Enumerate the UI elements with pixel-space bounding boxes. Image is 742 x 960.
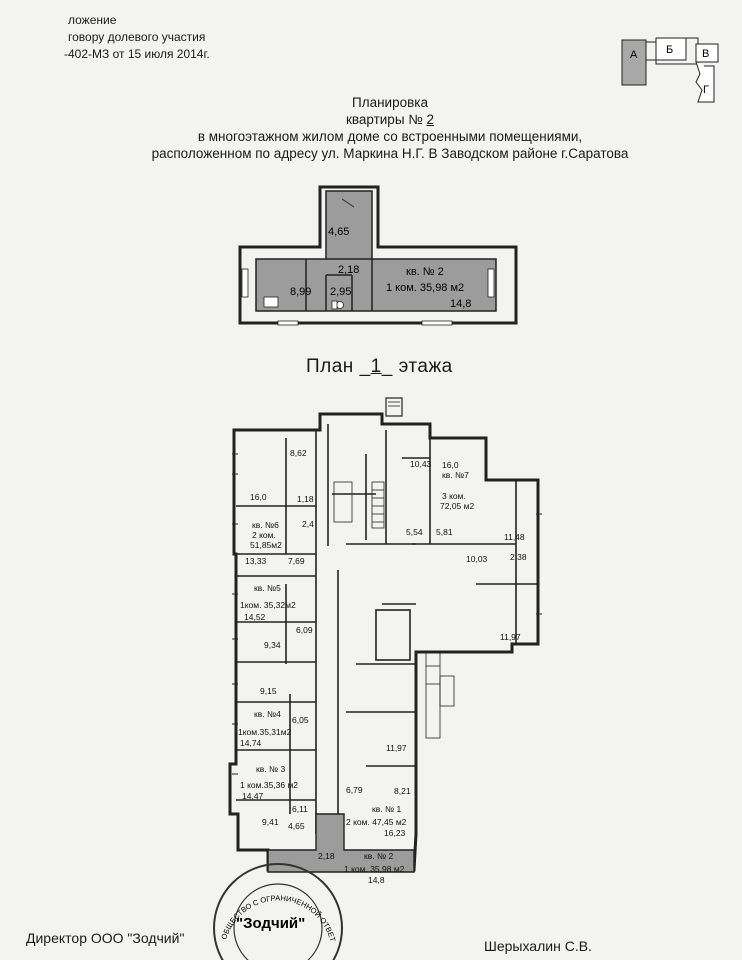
floor-plan-label-r-14-8: 14,8 bbox=[368, 875, 385, 885]
floor-plan-label-kv3-a: кв. № 3 bbox=[256, 764, 286, 774]
floor-plan-label-kv6-b: 2 ком. bbox=[252, 530, 276, 540]
room-living-area: 14,8 bbox=[450, 298, 471, 310]
header-line-3: -402-МЗ от 15 июля 2014г. bbox=[64, 47, 210, 61]
floor-caption: План _1_ этажа bbox=[306, 356, 453, 377]
floor-plan-label-r-4-65: 4,65 bbox=[288, 821, 305, 831]
company-stamp: "Зодчий" ОБЩЕСТВО С ОГРАНИЧЕННОЙ ОТВЕТСТ… bbox=[196, 848, 343, 960]
room-corridor-area: 4,65 bbox=[328, 226, 349, 238]
floor-plan-label-r-14-52: 14,52 bbox=[244, 612, 266, 622]
floor-plan-label-r-9-34: 9,34 bbox=[264, 640, 281, 650]
floor-plan-label-r-2-4: 2,4 bbox=[302, 519, 314, 529]
director-name: Шерыхалин С.В. bbox=[484, 938, 592, 954]
floor-plan-label-r-14-47: 14,47 bbox=[242, 791, 264, 801]
room-kitchen-area: 8,99 bbox=[290, 286, 311, 298]
key-plan-label-v: В bbox=[702, 48, 709, 60]
floor-plan-label-r-6-09: 6,09 bbox=[296, 625, 313, 635]
floor-plan-label-kv1-b: 2 ком. 47,45 м2 bbox=[346, 817, 407, 827]
key-plan-section-v bbox=[695, 43, 719, 63]
floor-plan-label-r-11-97-b: 11,97 bbox=[386, 743, 407, 753]
floor-plan-label-r-10-03: 10,03 bbox=[466, 554, 488, 564]
apartment-summary: 1 ком. 35,98 м2 bbox=[386, 282, 464, 294]
floor-plan-label-r-11-48: 11,48 bbox=[504, 532, 525, 542]
floor-plan-label-r-1-18: 1,18 bbox=[297, 494, 314, 504]
floor-plan-label-kv7-b: 3 ком. bbox=[442, 491, 466, 501]
floor-plan-label-r-9-41: 9,41 bbox=[262, 817, 279, 827]
floor-caption-number: 1 bbox=[370, 356, 382, 377]
apartment-detail-plan: 4,65 2,18 8,99 2,95 кв. № 2 1 ком. 35,98… bbox=[238, 185, 518, 326]
title-line-1: Планировка bbox=[352, 95, 428, 110]
floor-plan-label-r-14-74: 14,74 bbox=[240, 738, 262, 748]
floor-plan-label-r-16-0-a: 16,0 bbox=[442, 460, 459, 470]
floor-plan-label-r-11-97-a: 11,97 bbox=[500, 632, 521, 642]
floor-plan-label-r-5-81: 5,81 bbox=[436, 527, 453, 537]
apartment-number: 2 bbox=[426, 112, 435, 127]
floor-plan-label-kv6-a: кв. №6 bbox=[252, 520, 279, 530]
floor-plan-label-kv2-b: 1 ком. 35,98 м2 bbox=[344, 864, 405, 874]
floor-plan-label-r-2-38: 2,38 bbox=[510, 552, 527, 562]
floor-plan-label-r-6-11: 6,11 bbox=[292, 804, 308, 814]
header-line-1: ложение bbox=[68, 13, 117, 27]
floor-plan-label-kv2-a: кв. № 2 bbox=[364, 851, 394, 861]
floor-plan-label-kv5-b: 1ком. 35,32м2 bbox=[240, 600, 296, 610]
floor-plan-label-r-6-79: 6,79 bbox=[346, 785, 363, 795]
floor-plan-label-kv5-a: кв. №5 bbox=[254, 583, 281, 593]
floor-plan-label-r-6-05: 6,05 bbox=[292, 715, 309, 725]
key-plan: А Б В Г bbox=[621, 37, 719, 103]
floor-plan-label-kv4-a: кв. №4 bbox=[254, 709, 281, 719]
key-plan-label-a: А bbox=[630, 49, 638, 61]
floor-plan-label-r-5-54: 5,54 bbox=[406, 527, 423, 537]
stamp-center-text: "Зодчий" bbox=[236, 915, 305, 932]
floor-plan-label-r-9-15: 9,15 bbox=[260, 686, 277, 696]
floor-plan bbox=[228, 397, 542, 873]
floor-plan-label-kv7-c: 72,05 м2 bbox=[440, 501, 475, 511]
key-plan-label-b: Б bbox=[666, 44, 673, 56]
floor-plan-label-r-8-62: 8,62 bbox=[290, 448, 307, 458]
floor-plan-label-kv7-a: кв. №7 bbox=[442, 470, 469, 480]
key-plan-section-a bbox=[621, 39, 647, 86]
floor-plan-label-r-2-18: 2,18 bbox=[318, 851, 335, 861]
key-plan-section-b bbox=[655, 37, 687, 61]
floor-plan-label-r-10-43: 10,43 bbox=[410, 459, 432, 469]
floor-plan-label-r-16-0-b: 16,0 bbox=[250, 492, 267, 502]
floor-caption-prefix: План bbox=[306, 356, 354, 377]
key-plan-label-g: Г bbox=[703, 84, 709, 96]
title-line-2-prefix: квартиры № bbox=[345, 112, 423, 127]
floor-plan-label-r-16-23: 16,23 bbox=[384, 828, 406, 838]
floor-plan-label-r-13-33: 13,33 bbox=[245, 556, 267, 566]
title-line-4: расположенном по адресу ул. Маркина Н.Г.… bbox=[151, 146, 629, 161]
floor-plan-label-kv4-b: 1ком.35,31м2 bbox=[238, 727, 292, 737]
floor-plan-label-kv6-c: 51,85м2 bbox=[250, 540, 282, 550]
room-bath-area: 2,95 bbox=[330, 286, 351, 298]
floor-caption-suffix: этажа bbox=[398, 356, 453, 377]
apartment-highlight bbox=[255, 190, 497, 312]
director-title: Директор ООО "Зодчий" bbox=[26, 930, 185, 946]
room-hall-area: 2,18 bbox=[338, 264, 359, 276]
floor-plan-label-r-7-69: 7,69 bbox=[288, 556, 305, 566]
key-plan-section-g bbox=[695, 61, 715, 103]
apartment-label: кв. № 2 bbox=[406, 266, 444, 278]
title-line-2: квартиры № 2 bbox=[60, 111, 720, 128]
highlighted-apartment-2 bbox=[267, 813, 415, 873]
floor-plan-label-kv3-b: 1 ком.35,36 м2 bbox=[240, 780, 299, 790]
floor-plan-label-kv1-a: кв. № 1 bbox=[372, 804, 402, 814]
floor-plan-label-r-8-21: 8,21 bbox=[394, 786, 411, 796]
header-line-2: говору долевого участия bbox=[68, 30, 206, 44]
title-line-3: в многоэтажном жилом доме со встроенными… bbox=[197, 129, 583, 144]
